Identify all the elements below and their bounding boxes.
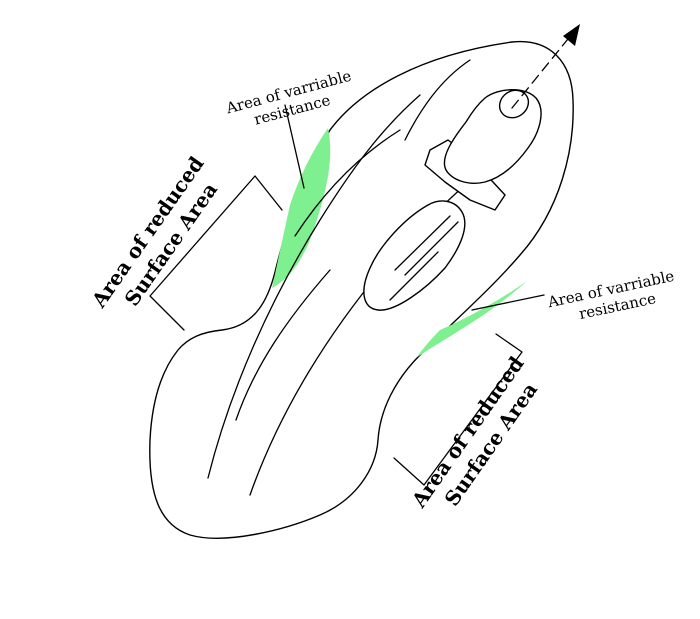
grip-knob xyxy=(498,89,530,119)
inner-contour-edge xyxy=(294,129,401,237)
leader-line-variable-left xyxy=(284,104,305,189)
finger-slot-inner-2 xyxy=(404,221,459,276)
finger-slot-inner-1 xyxy=(394,215,451,271)
variable-resistance-zone-right xyxy=(416,281,527,358)
direction-arrow-head xyxy=(563,24,580,46)
finger-slot-inner-3 xyxy=(389,251,439,301)
direction-arrow-shaft xyxy=(511,33,573,109)
leader-line-variable-right xyxy=(471,294,545,311)
inner-contour-lower xyxy=(235,269,331,421)
bracket-reduced-surface-left xyxy=(149,175,283,331)
bracket-reduced-surface-right xyxy=(393,333,523,486)
variable-resistance-zone-left xyxy=(272,128,331,288)
inner-contour-left xyxy=(207,94,421,479)
inner-contour-right xyxy=(404,59,471,141)
finger-slot xyxy=(363,200,466,311)
